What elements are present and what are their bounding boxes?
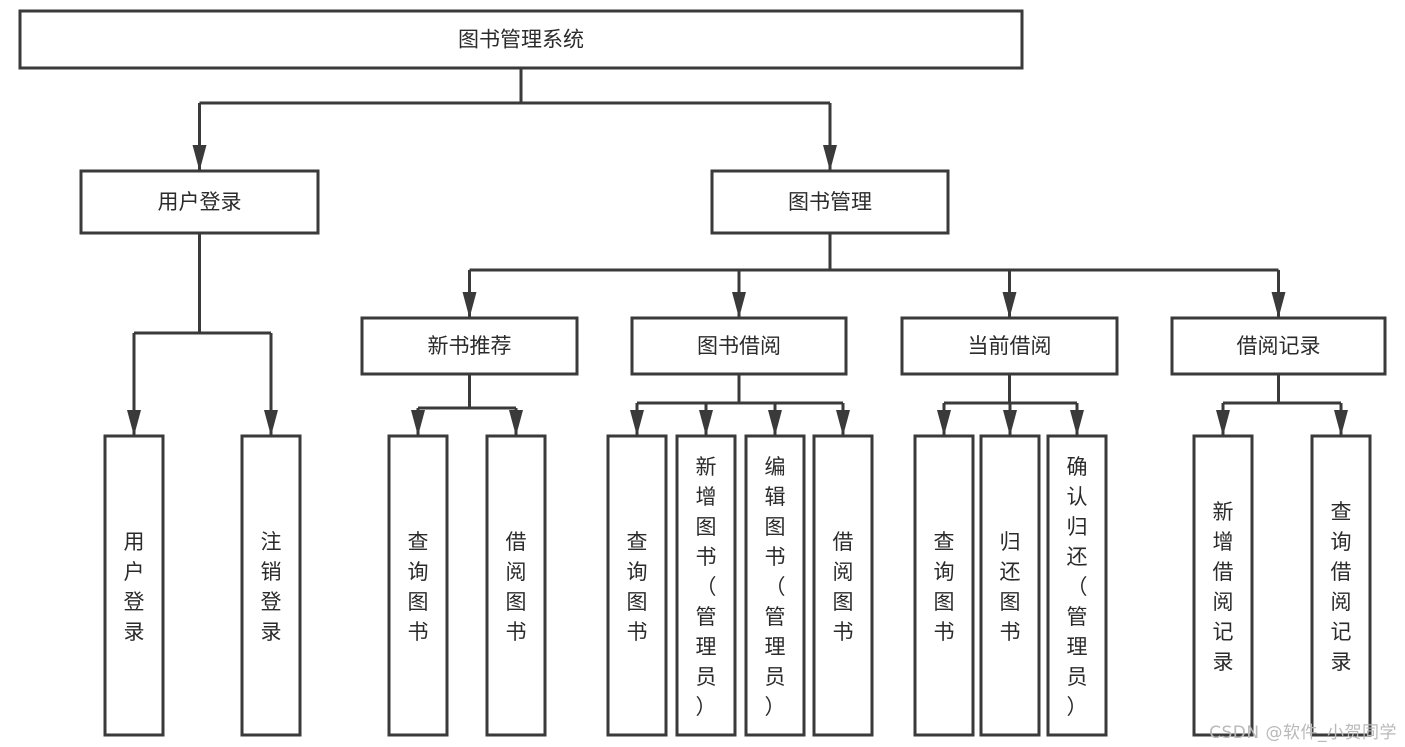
arrow-icon-l_borrow_book_1	[509, 410, 523, 436]
arrow-icon-n_new_rec	[462, 292, 477, 318]
node-label-l_confirm_return: 确认归还（管理员）	[1067, 455, 1088, 719]
node-label-l_borrow_book_1: 借阅图书	[506, 530, 527, 644]
arrow-icon-l_query_book_1	[411, 410, 425, 436]
edge-group-n_user_login	[127, 233, 278, 436]
node-box-l_add_book[interactable]	[675, 434, 737, 737]
node-n_borrow[interactable]: 图书借阅	[630, 316, 848, 376]
node-box-root[interactable]	[18, 9, 1024, 70]
node-label-l_query_book_1: 查询图书	[408, 530, 429, 644]
node-label-l_logout: 注销登录	[261, 530, 282, 644]
edge-group-n_current	[937, 374, 1084, 436]
node-label-n_current: 当前借阅	[968, 334, 1052, 358]
arrow-icon-l_query_record	[1334, 410, 1348, 436]
node-label-l_user_login: 用户登录	[124, 530, 145, 644]
csdn-watermark: CSDN @软件_小贺同学	[1209, 723, 1397, 743]
node-box-l_return_book[interactable]	[979, 434, 1041, 737]
node-box-n_user_login[interactable]	[79, 169, 320, 235]
node-n_current[interactable]: 当前借阅	[900, 316, 1119, 376]
edge-group-n_borrow	[630, 374, 850, 436]
node-label-l_return_book: 归还图书	[1000, 530, 1021, 644]
node-root[interactable]: 图书管理系统	[18, 9, 1024, 70]
node-label-l_query_record: 查询借阅记录	[1331, 500, 1352, 674]
edge-group-n_new_rec	[411, 374, 523, 436]
node-box-l_user_login[interactable]	[103, 434, 165, 737]
node-box-n_book_mgmt[interactable]	[710, 169, 950, 235]
node-label-l_query_book_2: 查询图书	[627, 530, 648, 644]
arrow-icon-l_add_book	[699, 410, 713, 436]
arrow-icon-n_borrow	[732, 292, 746, 318]
arrow-icon-l_add_record	[1216, 410, 1230, 436]
arrow-icon-l_edit_book	[768, 410, 782, 436]
node-n_book_mgmt[interactable]: 图书管理	[710, 169, 950, 235]
arrow-icon-l_confirm_return	[1070, 410, 1084, 436]
node-box-l_query_book_2[interactable]	[606, 434, 668, 737]
node-label-l_borrow_book_2: 借阅图书	[833, 530, 854, 644]
node-l_logout[interactable]: 注销登录	[240, 434, 302, 737]
node-label-root: 图书管理系统	[458, 28, 584, 52]
node-box-l_borrow_book_2[interactable]	[812, 434, 874, 737]
node-box-n_borrow[interactable]	[630, 316, 848, 376]
node-box-l_query_book_3[interactable]	[913, 434, 975, 737]
node-l_add_record[interactable]: 新增借阅记录	[1192, 434, 1254, 737]
node-l_add_book[interactable]: 新增图书（管理员）	[675, 434, 737, 737]
node-l_query_book_3[interactable]: 查询图书	[913, 434, 975, 737]
edge-group-root	[192, 68, 837, 171]
node-label-l_add_record: 新增借阅记录	[1213, 500, 1234, 674]
node-box-l_logout[interactable]	[240, 434, 302, 737]
node-n_record[interactable]: 借阅记录	[1170, 316, 1387, 376]
node-box-l_add_record[interactable]	[1192, 434, 1254, 737]
node-n_new_rec[interactable]: 新书推荐	[360, 316, 579, 376]
node-l_return_book[interactable]: 归还图书	[979, 434, 1041, 737]
node-box-l_borrow_book_1[interactable]	[485, 434, 547, 737]
arrow-icon-l_query_book_2	[630, 410, 644, 436]
node-label-n_new_rec: 新书推荐	[428, 334, 512, 358]
arrow-icon-n_user_login	[192, 145, 207, 171]
node-box-l_confirm_return[interactable]	[1046, 434, 1108, 737]
arrow-icon-l_query_book_3	[937, 410, 951, 436]
node-box-n_new_rec[interactable]	[360, 316, 579, 376]
node-n_user_login[interactable]: 用户登录	[79, 169, 320, 235]
arrow-icon-l_return_book	[1003, 410, 1017, 436]
arrow-icon-n_record	[1271, 292, 1286, 318]
node-label-n_user_login: 用户登录	[158, 190, 242, 214]
edge-group-n_book_mgmt	[462, 233, 1286, 318]
arrow-icon-l_borrow_book_2	[836, 410, 850, 436]
arrow-icon-n_current	[1002, 292, 1017, 318]
node-label-l_query_book_3: 查询图书	[934, 530, 955, 644]
node-box-l_query_book_1[interactable]	[387, 434, 449, 737]
node-box-n_record[interactable]	[1170, 316, 1387, 376]
arrow-icon-l_logout	[264, 410, 278, 436]
arrow-icon-l_user_login	[127, 410, 141, 436]
node-label-n_record: 借阅记录	[1237, 334, 1321, 358]
node-l_borrow_book_2[interactable]: 借阅图书	[812, 434, 874, 737]
arrow-icon-n_book_mgmt	[823, 145, 837, 171]
node-l_query_book_1[interactable]: 查询图书	[387, 434, 449, 737]
node-l_query_record[interactable]: 查询借阅记录	[1310, 434, 1372, 737]
node-box-n_current[interactable]	[900, 316, 1119, 376]
edge-group-n_record	[1216, 374, 1348, 436]
node-l_user_login[interactable]: 用户登录	[103, 434, 165, 737]
node-l_query_book_2[interactable]: 查询图书	[606, 434, 668, 737]
node-l_borrow_book_1[interactable]: 借阅图书	[485, 434, 547, 737]
node-label-n_borrow: 图书借阅	[697, 334, 781, 358]
node-label-l_edit_book: 编辑图书（管理员）	[765, 455, 786, 719]
node-box-l_query_record[interactable]	[1310, 434, 1372, 737]
node-label-n_book_mgmt: 图书管理	[788, 190, 872, 214]
node-l_confirm_return[interactable]: 确认归还（管理员）	[1046, 434, 1108, 737]
node-label-l_add_book: 新增图书（管理员）	[696, 455, 717, 719]
node-box-l_edit_book[interactable]	[744, 434, 806, 737]
node-l_edit_book[interactable]: 编辑图书（管理员）	[744, 434, 806, 737]
connector-layer	[127, 68, 1348, 436]
node-layer: 图书管理系统用户登录图书管理新书推荐图书借阅当前借阅借阅记录用户登录注销登录查询…	[18, 9, 1387, 737]
